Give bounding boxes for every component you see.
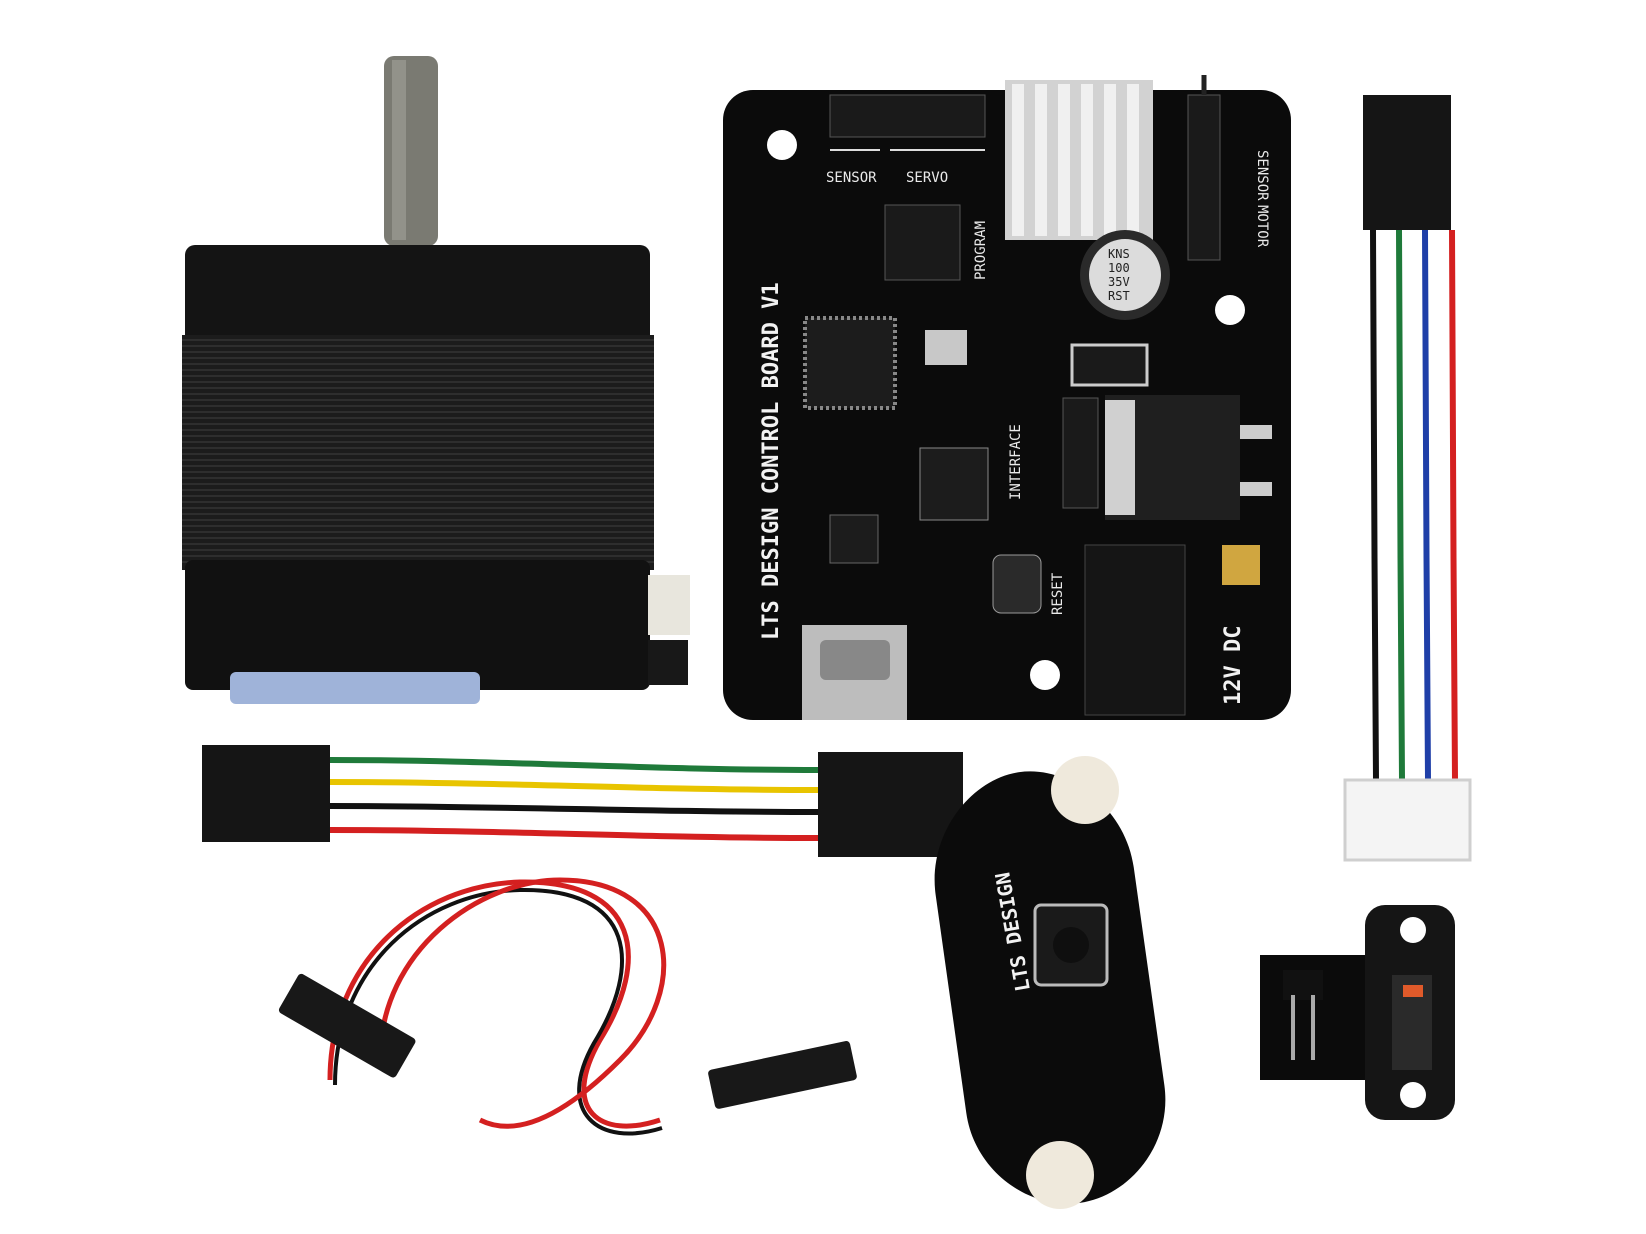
mount-hole xyxy=(767,130,797,160)
dupont-right xyxy=(818,752,963,857)
jumper-cable xyxy=(202,745,963,857)
dupont-housing xyxy=(1363,95,1451,230)
heatsink-fin xyxy=(1104,84,1116,236)
endstop-sensor xyxy=(1260,905,1455,1120)
loop-cable xyxy=(278,877,857,1136)
board-title: LTS DESIGN CONTROL BOARD V1 xyxy=(759,282,784,640)
label-sensor: SENSOR xyxy=(826,170,877,186)
crystal xyxy=(925,330,967,365)
heatsink-fin xyxy=(1058,84,1070,236)
motor-sticker xyxy=(230,672,480,704)
motor-connector xyxy=(648,575,690,635)
label-power: 12V DC xyxy=(1221,626,1246,705)
svg-text:KNS: KNS xyxy=(1108,247,1130,261)
label-interface: INTERFACE xyxy=(1008,424,1024,500)
motor-bottom-cap xyxy=(185,560,650,690)
header-sensor-motor xyxy=(1187,94,1221,261)
heatsink-fin xyxy=(1081,84,1093,236)
header-sensor-servo xyxy=(829,94,986,138)
button-module: LTS DESIGN xyxy=(934,756,1166,1209)
header-interface xyxy=(1062,397,1099,509)
led-bottom xyxy=(1026,1141,1094,1209)
dupont-loop-right xyxy=(708,1041,857,1109)
led-top xyxy=(1051,756,1119,824)
svg-text:100: 100 xyxy=(1108,261,1130,275)
mount-hole xyxy=(1215,295,1245,325)
label-servo: SERVO xyxy=(906,170,948,186)
motor-ribs xyxy=(182,339,654,563)
header-program xyxy=(884,204,961,281)
diode xyxy=(1070,343,1149,387)
dupont-left xyxy=(202,745,330,842)
control-board: SENSOR SERVO PROGRAM KNS 100 35V RST SEN… xyxy=(723,75,1291,720)
stepper-motor xyxy=(182,56,690,704)
label-reset: RESET xyxy=(1050,572,1066,615)
four-wire-cable xyxy=(1343,95,1472,862)
heatsink-fin xyxy=(1035,84,1047,236)
button-pcb xyxy=(934,771,1166,1204)
dupont-loop-left xyxy=(278,973,416,1078)
endstop-led xyxy=(1403,985,1423,997)
heatsink-fin xyxy=(1127,84,1139,236)
svg-text:RST: RST xyxy=(1108,289,1130,303)
small-regulator xyxy=(919,447,989,521)
reset-button[interactable] xyxy=(992,554,1042,614)
tantalum-cap xyxy=(1222,545,1260,585)
mount-hole xyxy=(1030,660,1060,690)
heatsink-fin xyxy=(1012,84,1024,236)
mcu-chip xyxy=(803,316,897,410)
label-motor: MOTOR xyxy=(1254,205,1270,248)
jst-connector xyxy=(1343,778,1472,862)
label-sensor-right: SENSOR xyxy=(1254,150,1270,201)
motor-body xyxy=(182,335,654,570)
usb-chip xyxy=(829,514,879,564)
svg-text:35V: 35V xyxy=(1108,275,1130,289)
label-program: PROGRAM xyxy=(973,221,989,280)
dc-jack xyxy=(1084,544,1186,716)
motor-top-cap xyxy=(185,245,650,345)
